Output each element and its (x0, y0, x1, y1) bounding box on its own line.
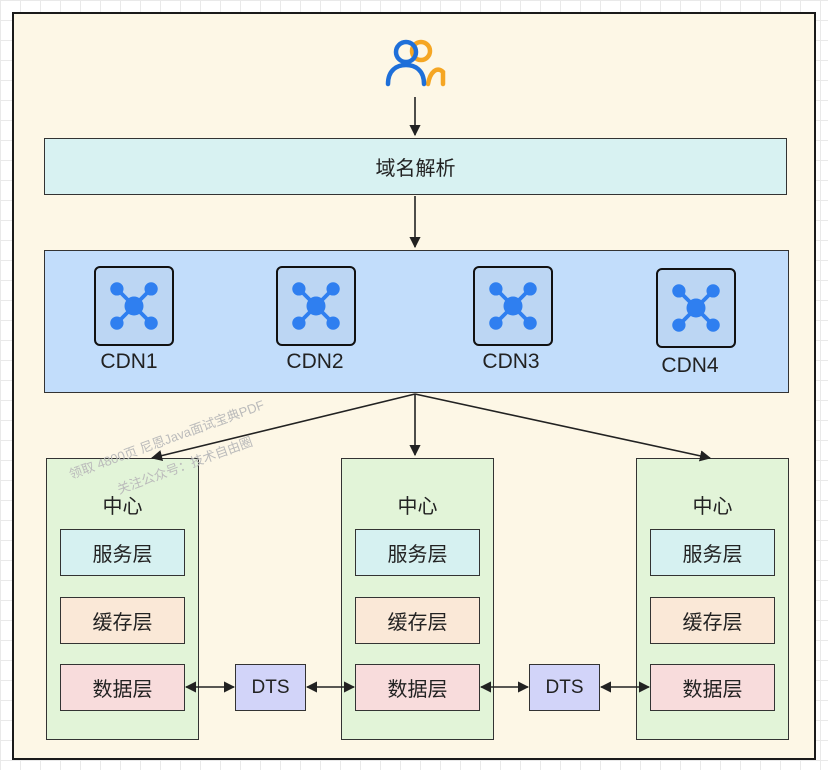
arrow-cdn-to-center-left (150, 393, 416, 462)
data-layer-label: 数据层 (682, 679, 743, 701)
cache-layer-label: 缓存层 (682, 612, 743, 634)
center-title: 中心 (397, 496, 438, 518)
dns-label: 域名解析 (375, 158, 456, 180)
network-node-icon (94, 266, 174, 346)
cache-layer-box: 缓存层 (60, 597, 185, 644)
user-group-icon (384, 38, 446, 88)
data-layer-label: 数据层 (387, 679, 448, 701)
data-layer-box: 数据层 (355, 664, 480, 711)
data-layer-label: 数据层 (92, 679, 153, 701)
cache-layer-label: 缓存层 (387, 612, 448, 634)
dts-box: DTS (235, 664, 306, 711)
service-layer-label: 服务层 (682, 544, 743, 566)
cdn-label: CDN4 (661, 354, 719, 377)
service-layer-box: 服务层 (355, 529, 480, 576)
network-node-icon (473, 266, 553, 346)
data-layer-box: 数据层 (60, 664, 185, 711)
dns-resolution-box: 域名解析 (44, 138, 787, 195)
center-title: 中心 (102, 496, 143, 518)
cdn-label: CDN2 (286, 350, 344, 373)
cache-layer-label: 缓存层 (92, 612, 153, 634)
network-node-icon (276, 266, 356, 346)
arrow-cdn-to-center-right (414, 393, 712, 462)
service-layer-label: 服务层 (92, 544, 153, 566)
cdn-label: CDN1 (100, 350, 158, 373)
service-layer-box: 服务层 (650, 529, 775, 576)
dts-box: DTS (529, 664, 600, 711)
data-layer-box: 数据层 (650, 664, 775, 711)
cache-layer-box: 缓存层 (650, 597, 775, 644)
cdn-label: CDN3 (482, 350, 540, 373)
cache-layer-box: 缓存层 (355, 597, 480, 644)
dts-label: DTS (251, 676, 290, 698)
service-layer-label: 服务层 (387, 544, 448, 566)
service-layer-box: 服务层 (60, 529, 185, 576)
center-title: 中心 (692, 496, 733, 518)
dts-label: DTS (545, 676, 584, 698)
network-node-icon (656, 268, 736, 348)
